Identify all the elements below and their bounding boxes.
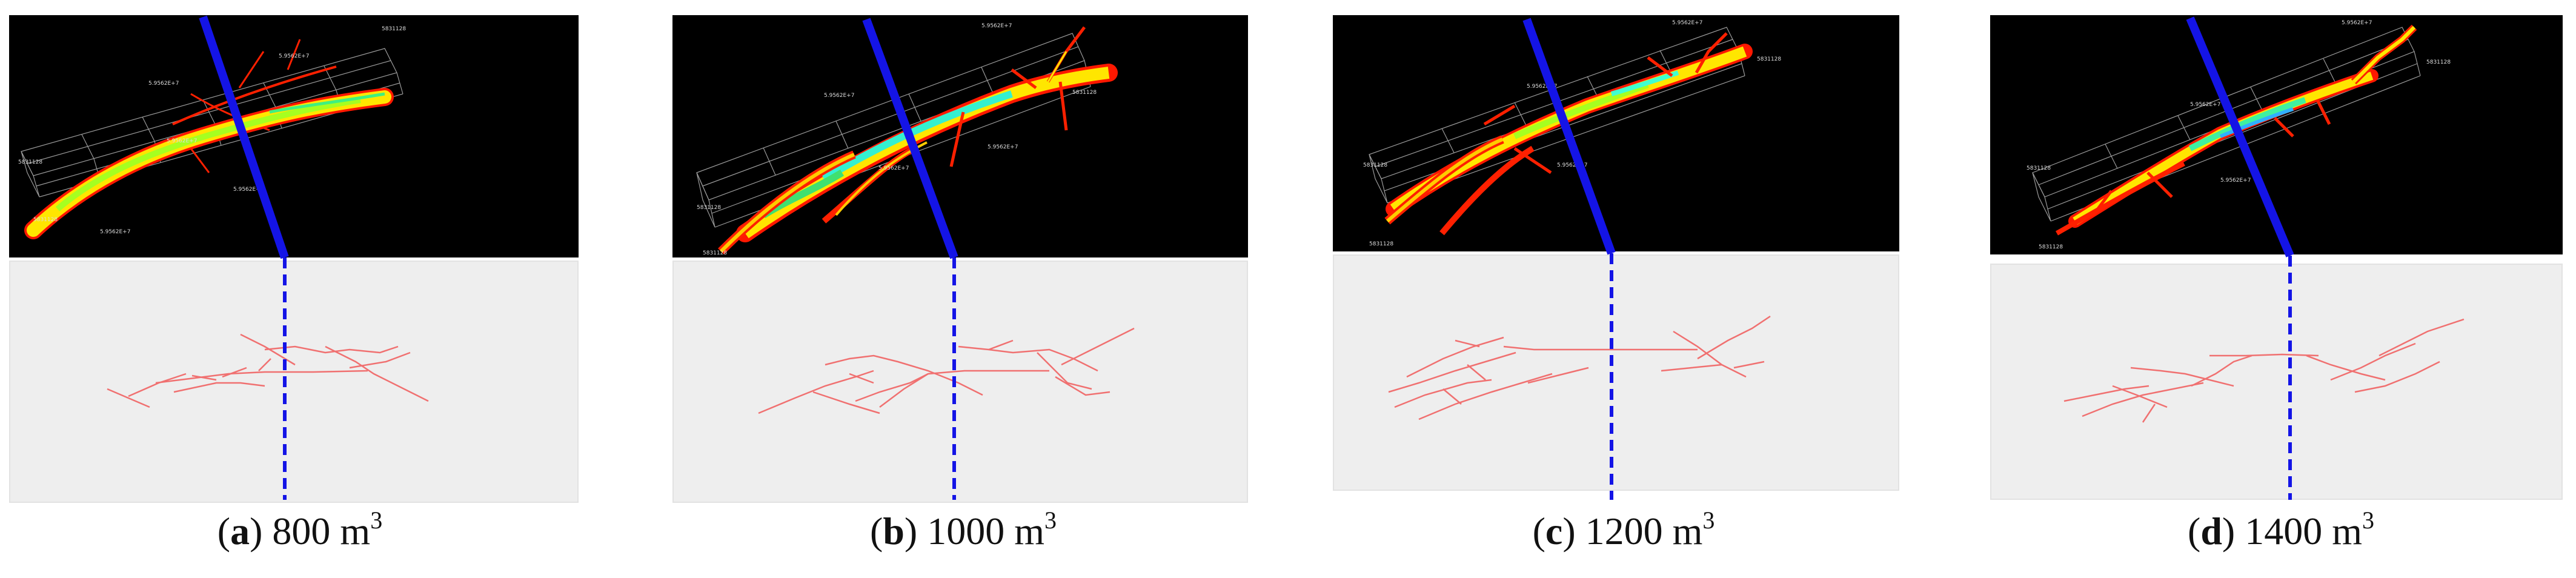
fracture-3d-svg: 5.9562E+7 5.9562E+7 5.9562E+7 5.9562E+7 … <box>18 26 406 239</box>
grid-labels: 5.9562E+7 5.9562E+7 5.9562E+7 5.9562E+7 … <box>18 26 406 235</box>
caption-volume: 1200 <box>1585 510 1663 553</box>
caption-unit: m <box>340 510 371 553</box>
fracture-2d-view <box>1990 264 2563 500</box>
caption: (c) 1200 m3 <box>1532 507 1715 553</box>
fracture-2d-view <box>672 261 1248 503</box>
grid-label: 5.9562E+7 <box>878 165 909 171</box>
grid-label: 5.9562E+7 <box>148 81 179 87</box>
fracture-traces <box>758 327 1135 414</box>
fracture-traces <box>2063 318 2465 423</box>
grid-label: 5831128 <box>18 159 42 165</box>
panel-a: 5.9562E+7 5.9562E+7 5.9562E+7 5.9562E+7 … <box>9 0 591 578</box>
grid-label: 5831128 <box>33 217 58 223</box>
grid-label: 5831128 <box>2426 59 2451 65</box>
wellbore-overlay <box>199 15 289 500</box>
panel-b: 5.9562E+7 5.9562E+7 5.9562E+7 5.9562E+7 … <box>672 0 1254 578</box>
caption-volume: 1400 <box>2245 510 2323 553</box>
grid-label: 5831128 <box>1369 241 1393 247</box>
wellbore-overlay <box>2186 16 2294 500</box>
caption: (d) 1400 m3 <box>2188 507 2374 553</box>
fracture-3d-body <box>718 26 1118 254</box>
wellbore <box>862 18 958 259</box>
caption-volume: 1000 <box>927 510 1005 553</box>
grid-label: 5.9562E+7 <box>233 187 264 193</box>
grid-label: 5.9562E+7 <box>167 138 197 144</box>
caption-exp: 3 <box>1044 507 1057 534</box>
fracture-traces <box>1388 315 1771 420</box>
fracture-3d-view: 5.9562E+7 5.9562E+7 5.9562E+7 5831128 58… <box>1990 15 2563 254</box>
wellbore-overlay <box>862 18 958 500</box>
caption-letter: c <box>1545 510 1563 553</box>
caption-letter: b <box>883 510 905 553</box>
grid-label: 5831128 <box>2039 244 2063 250</box>
fracture-3d-body <box>2056 24 2417 236</box>
grid-label: 5.9562E+7 <box>279 53 309 59</box>
fracture-2d-svg <box>107 333 429 408</box>
fracture-3d-view: 5.9562E+7 5.9562E+7 5.9562E+7 5.9562E+7 … <box>672 15 1248 257</box>
grid-label: 5.9562E+7 <box>100 229 130 235</box>
caption-unit: m <box>1672 510 1703 553</box>
fracture-2d-svg <box>758 327 1135 414</box>
caption-letter: d <box>2200 510 2222 553</box>
caption: (a) 800 m3 <box>217 507 383 553</box>
panel-c: 5.9562E+7 5.9562E+7 5.9562E+7 5831128 58… <box>1333 0 1914 578</box>
wellbore <box>199 15 289 259</box>
fracture-traces <box>107 333 429 408</box>
grid-label: 5831128 <box>703 250 727 256</box>
caption-letter: a <box>230 510 250 553</box>
fracture-2d-view <box>1333 254 1899 491</box>
grid-label: 5.9562E+7 <box>981 23 1012 29</box>
wellbore <box>1522 18 1616 255</box>
grid-label: 5.9562E+7 <box>988 144 1018 150</box>
fracture-3d-view: 5.9562E+7 5.9562E+7 5.9562E+7 5831128 58… <box>1333 15 1899 251</box>
fracture-3d-body <box>1384 32 1753 236</box>
caption-exp: 3 <box>2362 507 2374 534</box>
grid-label: 5831128 <box>1363 162 1387 168</box>
grid-label: 5831128 <box>1072 90 1097 96</box>
grid-label: 5.9562E+7 <box>2342 20 2372 26</box>
grid-label: 5.9562E+7 <box>2220 178 2251 184</box>
fracture-3d-svg: 5.9562E+7 5.9562E+7 5.9562E+7 5831128 58… <box>1363 20 1781 247</box>
grid-label: 5831128 <box>2027 165 2051 171</box>
grid-label: 5831128 <box>697 205 721 211</box>
caption-exp: 3 <box>370 507 383 534</box>
caption-unit: m <box>1014 510 1044 553</box>
fracture-2d-svg <box>2063 318 2465 423</box>
grid-label: 5.9562E+7 <box>1527 84 1557 90</box>
fracture-3d-svg: 5.9562E+7 5.9562E+7 5.9562E+7 5831128 58… <box>2027 20 2451 250</box>
grid-labels: 5.9562E+7 5.9562E+7 5.9562E+7 5831128 58… <box>2027 20 2451 250</box>
fracture-2d-view <box>9 261 579 503</box>
grid-label: 5.9562E+7 <box>1672 20 1702 26</box>
caption-unit: m <box>2332 510 2362 553</box>
panel-d: 5.9562E+7 5.9562E+7 5.9562E+7 5831128 58… <box>1990 0 2572 578</box>
caption-volume: 800 <box>272 510 331 553</box>
caption-exp: 3 <box>1702 507 1715 534</box>
grid-label: 5.9562E+7 <box>824 93 854 99</box>
grid-label: 5831128 <box>382 26 406 32</box>
wellbore <box>2186 16 2294 257</box>
fracture-3d-view: 5.9562E+7 5.9562E+7 5.9562E+7 5.9562E+7 … <box>9 15 579 257</box>
grid-label: 5.9562E+7 <box>1557 162 1587 168</box>
grid-labels: 5.9562E+7 5.9562E+7 5.9562E+7 5.9562E+7 … <box>697 23 1097 256</box>
grid-label: 5831128 <box>1757 56 1781 62</box>
caption: (b) 1000 m3 <box>870 507 1057 553</box>
grid-label: 5.9562E+7 <box>2190 102 2220 108</box>
grid-labels: 5.9562E+7 5.9562E+7 5.9562E+7 5831128 58… <box>1363 20 1781 247</box>
fracture-3d-svg: 5.9562E+7 5.9562E+7 5.9562E+7 5.9562E+7 … <box>696 23 1118 256</box>
fracture-2d-svg <box>1388 315 1771 420</box>
fracture-3d-body <box>24 39 394 239</box>
wellbore-overlay <box>1522 18 1616 500</box>
